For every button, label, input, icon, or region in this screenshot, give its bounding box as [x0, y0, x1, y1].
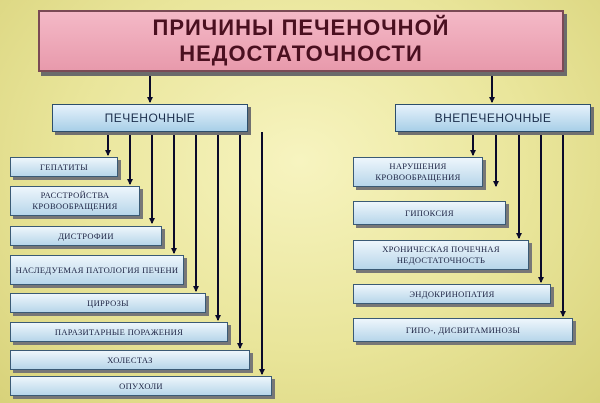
- left-item-3: ДИСТРОФИИ: [10, 226, 162, 246]
- left-item-7: ХОЛЕСТАЗ: [10, 350, 250, 370]
- left-item-6: ПАРАЗИТАРНЫЕ ПОРАЖЕНИЯ: [10, 322, 228, 342]
- right-item-1: НАРУШЕНИЯ КРОВООБРАЩЕНИЯ: [353, 157, 483, 187]
- left-item-1: ГЕПАТИТЫ: [10, 157, 118, 177]
- diagram-title: ПРИЧИНЫ ПЕЧЕНОЧНОЙ НЕДОСТАТОЧНОСТИ: [38, 10, 564, 72]
- left-item-2: РАССТРОЙСТВА КРОВООБРАЩЕНИЯ: [10, 186, 140, 216]
- category-extrahepatic: ВНЕПЕЧЕНОЧНЫЕ: [395, 104, 591, 132]
- right-item-5: ГИПО-, ДИСВИТАМИНОЗЫ: [353, 318, 573, 342]
- title-line-1: ПРИЧИНЫ ПЕЧЕНОЧНОЙ: [152, 15, 450, 40]
- category-hepatic: ПЕЧЕНОЧНЫЕ: [52, 104, 248, 132]
- left-item-4: НАСЛЕДУЕМАЯ ПАТОЛОГИЯ ПЕЧЕНИ: [10, 255, 184, 285]
- title-line-2: НЕДОСТАТОЧНОСТИ: [179, 41, 423, 66]
- left-item-8: ОПУХОЛИ: [10, 376, 272, 396]
- left-item-5: ЦИРРОЗЫ: [10, 293, 206, 313]
- right-item-3: ХРОНИЧЕСКАЯ ПОЧЕЧНАЯ НЕДОСТАТОЧНОСТЬ: [353, 240, 529, 270]
- right-item-2: ГИПОКСИЯ: [353, 201, 506, 225]
- right-item-4: ЭНДОКРИНОПАТИЯ: [353, 284, 551, 304]
